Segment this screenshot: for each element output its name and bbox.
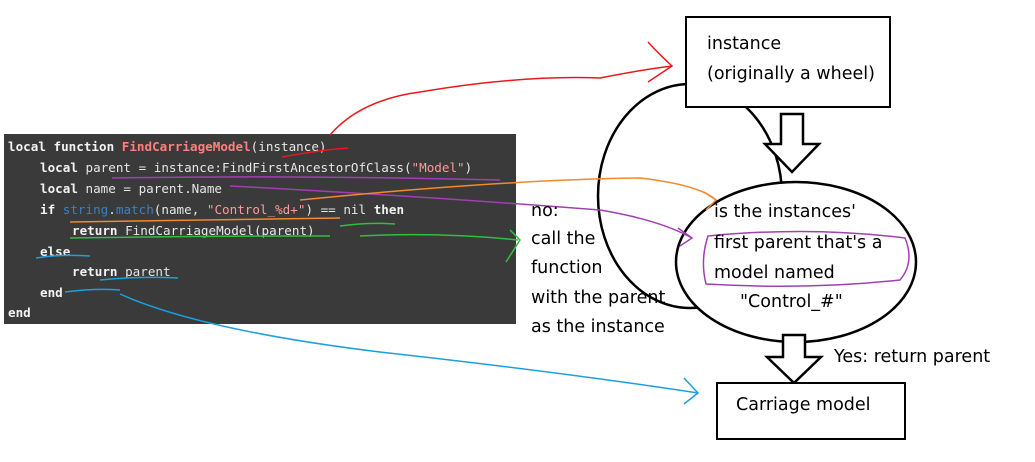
code-line-4: if string.match(name, "Control_%d+") == … [40,202,405,217]
red-arrow [329,65,673,136]
down-arrow-1 [762,112,822,174]
purple-arrow [229,185,693,239]
instance-box: instance (originally a wheel) [685,16,891,108]
green-arrowhead [505,229,521,263]
orange-underline [69,217,341,223]
blue-underline-return [99,276,179,281]
green-arrow [359,233,519,241]
no-label-line-2: call the [531,229,596,249]
code-line-9: end [8,305,31,320]
code-line-2: local parent = instance:FindFirstAncesto… [40,160,473,175]
red-arrowhead [647,41,674,83]
no-label-line-3: function [531,258,603,278]
instance-box-line-2: (originally a wheel) [707,64,875,84]
green-underline-1 [339,222,396,227]
down-arrow-2 [763,333,825,385]
blue-arrowhead [683,377,700,405]
green-underline-2 [69,235,331,239]
question-line-3: model named [714,263,835,283]
code-line-8: end [40,285,63,300]
orange-arrow [299,177,717,201]
purple-highlight [702,230,910,287]
carriage-model-box: Carriage model [716,382,906,440]
no-label-line-5: as the instance [531,317,665,337]
purple-arrowhead [677,227,694,247]
no-label-line-1: no: [531,201,559,221]
code-panel: local function FindCarriageModel(instanc… [4,134,516,324]
code-line-1: local function FindCarriageModel(instanc… [8,139,327,154]
carriage-model-label: Carriage model [736,395,871,415]
code-line-7: return parent [72,264,171,279]
question-line-4: "Control_#" [740,292,843,312]
question-line-2: first parent that's a [714,233,883,253]
instance-box-line-1: instance [707,34,782,54]
blue-underline-end [64,288,121,293]
question-line-1: is the instances' [714,202,856,222]
blue-arrow [119,293,699,394]
orange-arrowhead [703,191,718,211]
no-label-line-4: with the parent [531,288,666,308]
blue-underline-else [35,254,91,259]
code-line-5: return FindCarriageModel(parent) [72,223,315,238]
yes-label: Yes: return parent [834,347,991,367]
code-line-3: local name = parent.Name [40,181,222,196]
red-underline [281,147,349,158]
purple-underline [111,176,501,181]
